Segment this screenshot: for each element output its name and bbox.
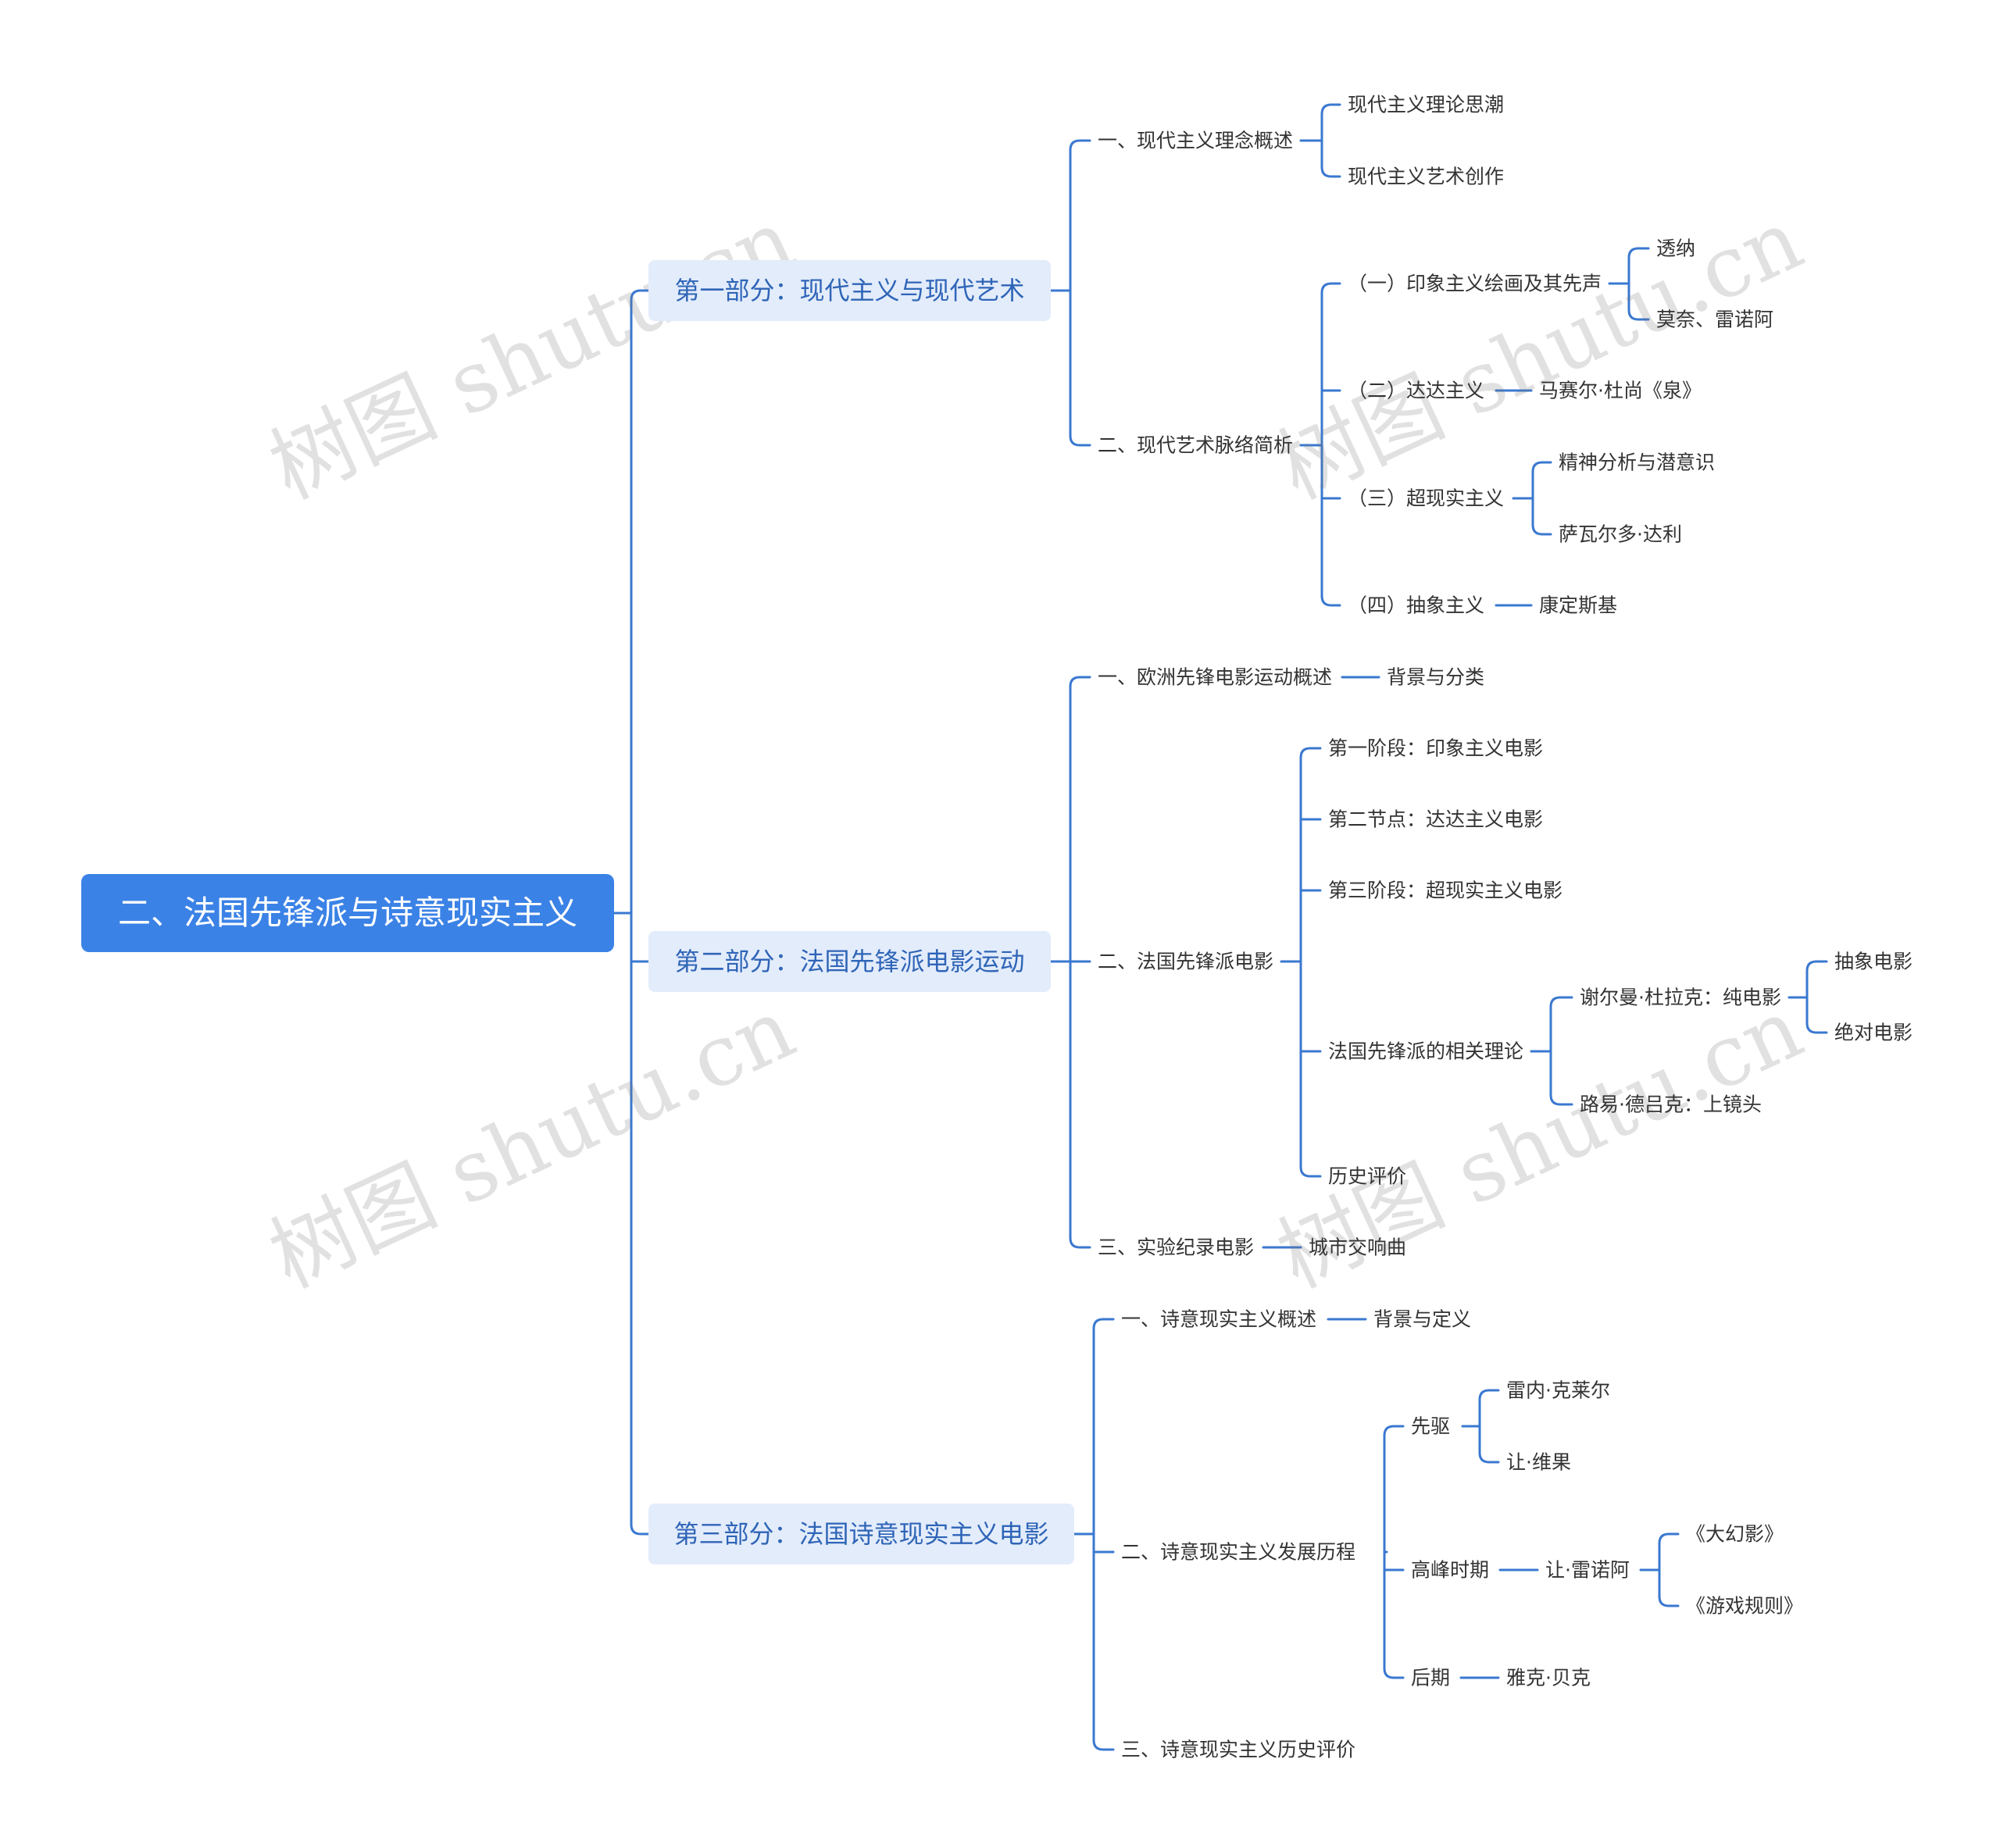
- p3-s2-late[interactable]: 后期: [1411, 1666, 1451, 1689]
- connector: [1092, 1318, 1115, 1330]
- p1-s1-c1[interactable]: 现代主义理论思潮: [1348, 93, 1505, 116]
- p1-s1-c2[interactable]: 现代主义艺术创作: [1348, 165, 1505, 188]
- connector: [1805, 960, 1828, 972]
- connector: [1531, 461, 1552, 473]
- p3-s2-pioneer[interactable]: 先驱: [1411, 1415, 1451, 1438]
- p2-s2-p2[interactable]: 第二节点：达达主义电影: [1328, 808, 1544, 831]
- p2-s2-eval[interactable]: 历史评价: [1328, 1165, 1407, 1188]
- p2-s2-theory-g-c1[interactable]: 抽象电影: [1834, 950, 1913, 973]
- connector: [1320, 103, 1341, 116]
- p2-s2-theory-l[interactable]: 路易·德吕克：上镜头: [1580, 1093, 1762, 1116]
- p2-s3-c1[interactable]: 城市交响曲: [1309, 1236, 1407, 1259]
- connector: [630, 1523, 650, 1536]
- p3-s2-peak-c2[interactable]: 《游戏规则》: [1686, 1594, 1804, 1618]
- connector: [1069, 434, 1091, 447]
- p3-s2-peak-person[interactable]: 让·雷诺阿: [1545, 1558, 1630, 1582]
- connector: [1092, 1739, 1115, 1751]
- p2-s1[interactable]: 一、欧洲先锋电影运动概述: [1098, 665, 1333, 689]
- connector: [1299, 747, 1322, 759]
- p3-s2-peak-c1[interactable]: 《大幻影》: [1686, 1522, 1784, 1546]
- p1-s1[interactable]: 一、现代主义理念概述: [1098, 129, 1294, 152]
- p2-s1-c1[interactable]: 背景与分类: [1387, 665, 1485, 689]
- connector: [1531, 523, 1552, 536]
- p1-s2-b-c1[interactable]: 马赛尔·杜尚《泉》: [1539, 379, 1702, 402]
- connector: [1069, 676, 1091, 688]
- p1-s2-a-c1[interactable]: 透纳: [1656, 237, 1696, 260]
- p3-s1-c1[interactable]: 背景与定义: [1373, 1308, 1472, 1331]
- p3-s3[interactable]: 三、诗意现实主义历史评价: [1121, 1738, 1356, 1761]
- p2-s2-p3[interactable]: 第三阶段：超现实主义电影: [1328, 879, 1563, 902]
- p1-s2-a[interactable]: （一）印象主义绘画及其先声: [1348, 272, 1602, 295]
- connector: [1627, 309, 1650, 321]
- connector: [1658, 1595, 1680, 1607]
- p3-s2[interactable]: 二、诗意现实主义发展历程: [1121, 1540, 1356, 1564]
- p3-s2-pioneer-c1[interactable]: 雷内·克莱尔: [1506, 1379, 1610, 1402]
- connector: [1320, 594, 1341, 607]
- connector: [1383, 1667, 1405, 1679]
- root-topic[interactable]: 二、法国先锋派与诗意现实主义: [81, 874, 614, 952]
- connector: [1627, 247, 1650, 259]
- p1-s2[interactable]: 二、现代艺术脉络简析: [1098, 433, 1294, 457]
- connector: [630, 289, 650, 301]
- p3-s1[interactable]: 一、诗意现实主义概述: [1121, 1308, 1317, 1331]
- p1-s2-d[interactable]: （四）抽象主义: [1348, 594, 1485, 617]
- connector: [1549, 996, 1573, 1008]
- p1-s2-c-c1[interactable]: 精神分析与潜意识: [1559, 451, 1716, 474]
- p3-s2-late-c1[interactable]: 雅克·贝克: [1506, 1666, 1591, 1689]
- p2-s3[interactable]: 三、实验纪录电影: [1098, 1236, 1255, 1259]
- p1-s2-d-c1[interactable]: 康定斯基: [1539, 594, 1618, 617]
- p2-s2-theory-g-c2[interactable]: 绝对电影: [1834, 1021, 1913, 1044]
- connector: [1383, 1425, 1405, 1437]
- connector: [1069, 139, 1091, 152]
- connector: [1658, 1532, 1680, 1545]
- connector: [1805, 1022, 1828, 1034]
- p1-s2-a-c2[interactable]: 莫奈、雷诺阿: [1656, 308, 1774, 331]
- p1-s2-c[interactable]: （三）超现实主义: [1348, 487, 1505, 510]
- p2-s2-theory-g[interactable]: 谢尔曼·杜拉克：纯电影: [1580, 986, 1781, 1009]
- p3-s2-pioneer-c2[interactable]: 让·维果: [1506, 1450, 1571, 1474]
- connector: [1549, 1093, 1573, 1106]
- p2-s2-theory[interactable]: 法国先锋派的相关理论: [1328, 1040, 1524, 1063]
- p3-s2-peak[interactable]: 高峰时期: [1411, 1558, 1490, 1582]
- branch-part1[interactable]: 第一部分：现代主义与现代艺术: [648, 260, 1051, 321]
- p2-s2[interactable]: 二、法国先锋派电影: [1098, 950, 1274, 973]
- p1-s2-b[interactable]: （二）达达主义: [1348, 379, 1485, 402]
- p1-s2-c-c2[interactable]: 萨瓦尔多·达利: [1559, 523, 1682, 546]
- connector: [1320, 282, 1341, 294]
- p2-s2-p1[interactable]: 第一阶段：印象主义电影: [1328, 737, 1544, 760]
- branch-part3[interactable]: 第三部分：法国诗意现实主义电影: [648, 1504, 1074, 1564]
- branch-part2[interactable]: 第二部分：法国先锋派电影运动: [648, 931, 1051, 992]
- connector: [1069, 1236, 1091, 1249]
- connector: [1299, 1165, 1322, 1178]
- connector: [1478, 1451, 1500, 1464]
- connector: [1478, 1389, 1500, 1401]
- connector: [1320, 166, 1341, 178]
